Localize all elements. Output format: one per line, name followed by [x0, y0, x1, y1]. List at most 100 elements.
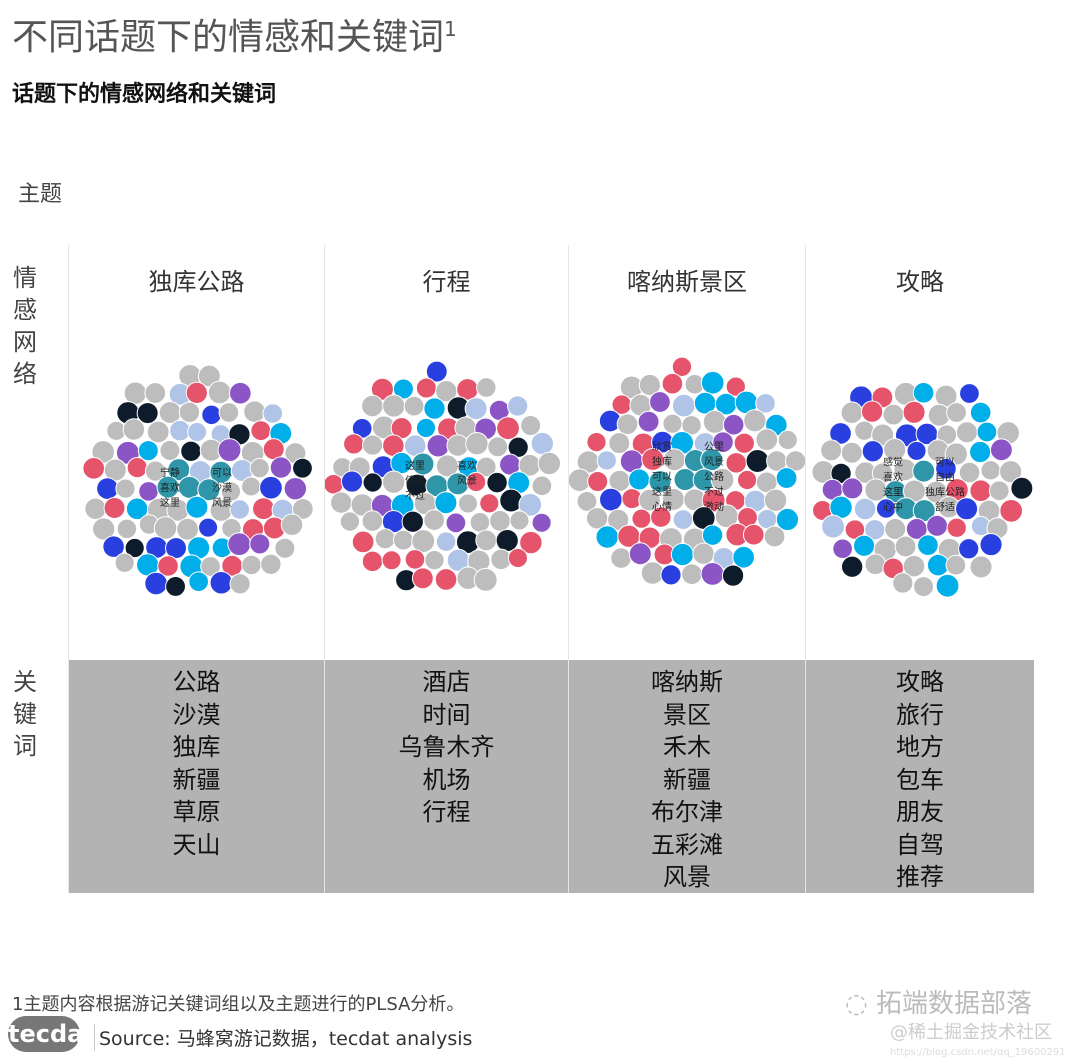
network-node	[489, 510, 511, 532]
network-node	[424, 549, 445, 571]
network-node	[180, 440, 202, 462]
network-node	[434, 568, 458, 591]
network-node	[743, 409, 767, 433]
network-node	[249, 533, 271, 555]
network-node	[252, 497, 275, 521]
network-node	[280, 513, 304, 536]
network-node	[599, 487, 623, 512]
network-node	[291, 498, 314, 520]
network-node	[144, 571, 168, 596]
keyword: 乌鲁木齐	[398, 733, 495, 761]
network-node	[415, 417, 437, 438]
network-node	[894, 535, 917, 558]
source-text: Source: 马蜂窝游记数据，tecdat analysis	[94, 1024, 472, 1051]
network-node	[531, 512, 552, 533]
network-node	[861, 440, 884, 463]
network-node	[96, 477, 119, 500]
network-node	[445, 512, 467, 534]
watermark-secondary: @稀土掘金技术社区	[890, 1022, 1052, 1043]
network-node	[537, 451, 562, 476]
network-node	[457, 493, 478, 514]
network-node	[146, 420, 170, 444]
network-node	[374, 528, 396, 550]
network-node	[976, 421, 998, 443]
network-node	[649, 391, 671, 413]
network-node	[777, 429, 798, 451]
network-node	[725, 376, 746, 397]
network-node	[158, 401, 182, 424]
network-node	[426, 434, 450, 458]
topic-column: 感觉可以喜欢自由这里独库公路心中舒适攻略攻略旅行地方包车朋友自驾推荐	[805, 245, 1034, 893]
network-node	[763, 488, 788, 512]
network-node	[755, 393, 776, 414]
network-label: 心情	[652, 500, 672, 513]
network-label: 不过	[405, 489, 425, 502]
network-node	[415, 377, 437, 399]
network-node	[595, 525, 619, 549]
network-node	[292, 457, 313, 479]
network-node	[339, 511, 361, 532]
network-node	[531, 475, 553, 497]
network-node	[650, 506, 672, 528]
keyword: 天山	[172, 830, 221, 859]
network-node	[702, 410, 727, 434]
network-label: 自由	[935, 471, 955, 484]
keyword: 风景	[663, 863, 711, 891]
network-node	[476, 377, 497, 398]
network-node	[882, 403, 905, 426]
network-node	[980, 460, 1001, 481]
network-node	[343, 433, 365, 455]
network-node	[829, 422, 852, 445]
sentiment-network: 欣赏公里独库风景可以公路这里不过心情激动	[569, 356, 805, 587]
network-node	[362, 472, 383, 493]
network-node	[784, 450, 805, 472]
network-node	[742, 523, 765, 546]
network-node	[241, 476, 262, 497]
network-node	[227, 532, 252, 557]
network-node	[520, 415, 542, 436]
keyword: 攻略	[896, 668, 944, 696]
keyword: 五彩滩	[651, 830, 723, 859]
network-node	[586, 432, 607, 453]
network-node	[775, 507, 800, 532]
network-label: 舒适	[935, 501, 955, 514]
network-node	[841, 477, 864, 500]
network-node	[864, 553, 887, 576]
network-node	[608, 432, 631, 455]
network-node	[469, 511, 491, 533]
keyword: 旅行	[896, 700, 944, 729]
network-node	[596, 450, 617, 471]
network-node	[423, 509, 445, 531]
network-node	[229, 573, 251, 595]
network-label: 风景	[704, 456, 724, 468]
network-node	[361, 510, 384, 532]
page-title: 不同话题下的情感和关键词1	[12, 17, 457, 58]
network-label: 喜欢	[457, 459, 477, 472]
network-node	[519, 530, 543, 555]
network-node	[473, 567, 498, 592]
network-label: 这里	[883, 486, 903, 499]
network-node	[201, 404, 222, 426]
network-node	[692, 542, 715, 565]
network-label: 这里	[652, 485, 672, 498]
network-node	[507, 547, 528, 569]
network-node	[610, 547, 632, 569]
network-node	[423, 397, 446, 420]
topic-header: 攻略	[806, 262, 1034, 297]
topic-column: 宁静可以喜欢沙漠这里风景独库公路公路沙漠独库新疆草原天山	[68, 245, 324, 893]
network-node	[403, 395, 425, 417]
network-node	[165, 537, 188, 560]
network-node	[411, 452, 435, 476]
network-node	[959, 383, 980, 404]
network-node	[229, 499, 250, 520]
network-node	[411, 567, 434, 590]
network-node	[638, 488, 661, 512]
network-node	[722, 413, 745, 436]
network-label: 喜欢	[883, 471, 903, 484]
network-label: 可以	[212, 468, 232, 479]
keyword-list: 攻略旅行地方包车朋友自驾推荐	[806, 660, 1034, 893]
network-node	[820, 439, 843, 462]
network-node	[587, 470, 609, 493]
network-node	[464, 397, 488, 421]
network-node	[955, 497, 979, 521]
